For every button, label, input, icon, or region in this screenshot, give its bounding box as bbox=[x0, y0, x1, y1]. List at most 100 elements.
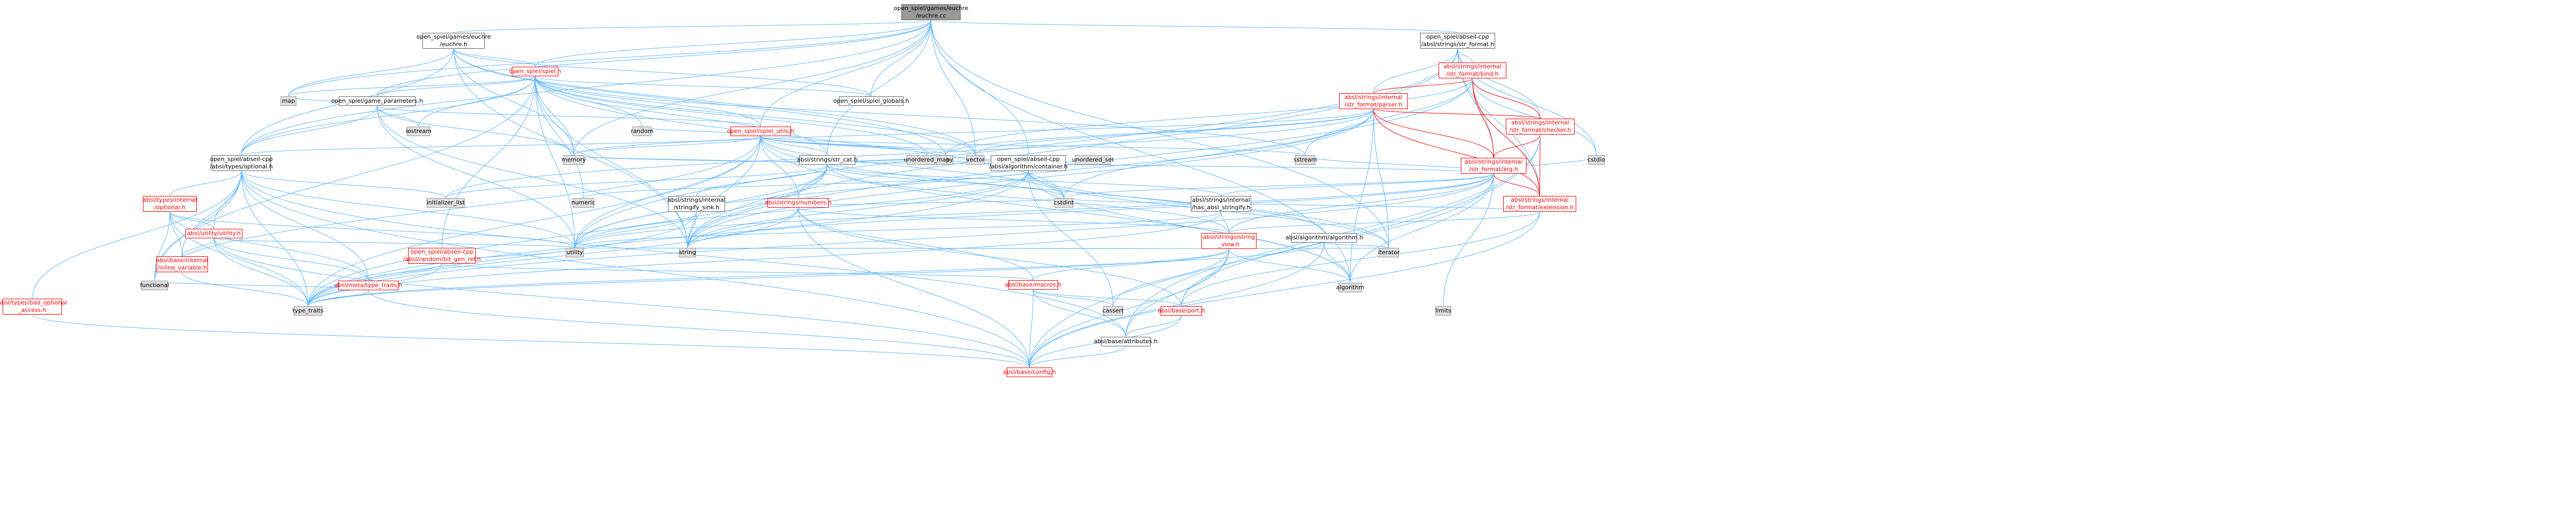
edge-str_cat_h-to-initializer_list bbox=[445, 164, 828, 199]
edge-spiel_utils_h-to-memory bbox=[573, 136, 761, 156]
edge-bad_opt_h-to-config_h bbox=[32, 314, 1030, 368]
edge-parser_h-to-memory bbox=[573, 109, 1374, 156]
node-checker-h[interactable]: absl/strings/internal /str_format/checke… bbox=[1506, 119, 1575, 135]
edge-string_view_h-to-algorithm bbox=[1228, 248, 1351, 283]
edge-bind_h-to-array bbox=[945, 78, 1473, 156]
edge-spiel_utils_h-to-utility bbox=[574, 136, 761, 248]
edge-str_format_h-to-string bbox=[687, 48, 1458, 248]
edge-optional_h-to-utility bbox=[241, 171, 575, 248]
node-euchre-h[interactable]: open_spiel/games/euchre /euchre.h bbox=[416, 33, 491, 49]
edge-arg_h-to-extension_h bbox=[1493, 173, 1540, 196]
edge-spiel_h-to-functional bbox=[154, 76, 536, 281]
edge-bind_h-to-cstdio bbox=[1472, 78, 1597, 156]
node-container-h[interactable]: open_spiel/abseil-cpp /absl/algorithm/co… bbox=[989, 155, 1068, 171]
node-port-h[interactable]: absl/base/port.h bbox=[1158, 306, 1205, 316]
node-sys-iostream[interactable]: iostream bbox=[406, 127, 431, 136]
edge-arg_h-to-algorithm bbox=[1350, 173, 1494, 283]
edge-euchre_h-to-vector bbox=[453, 48, 976, 156]
edge-str_cat_h-to-type_traits bbox=[308, 164, 828, 307]
edge-euchre_h-to-spiel_globals_h bbox=[453, 48, 872, 97]
node-bind-h[interactable]: absl/strings/internal /str_format/bind.h bbox=[1439, 62, 1506, 78]
edge-euchre_h-to-array bbox=[453, 48, 946, 156]
node-str-format-h[interactable]: open_spiel/abseil-cpp /absl/strings/str_… bbox=[1420, 33, 1495, 49]
node-meta-type-traits-h[interactable]: absl/meta/type_traits.h bbox=[335, 281, 402, 290]
edge-container_h-to-string bbox=[687, 171, 1029, 248]
node-spiel-globals-h[interactable]: open_spiel/spiel_globals.h bbox=[833, 96, 909, 106]
node-macros-h[interactable]: absl/base/macros.h bbox=[1005, 280, 1061, 290]
node-sys-unordered-map[interactable]: unordered_map bbox=[904, 155, 950, 165]
node-str-cat-h[interactable]: absl/strings/str_cat.h bbox=[797, 155, 857, 165]
edge-type_traits_h-to-type_traits bbox=[308, 290, 369, 307]
node-sys-utility[interactable]: utility bbox=[566, 248, 584, 257]
node-sys-cstdio[interactable]: cstdio bbox=[1588, 155, 1605, 165]
edge-container_h-to-numeric bbox=[583, 171, 1029, 199]
node-sys-cassert[interactable]: cassert bbox=[1102, 306, 1124, 316]
node-sys-initializer-list[interactable]: initializer_list bbox=[427, 198, 465, 208]
node-parser-h[interactable]: absl/strings/internal /str_format/parser… bbox=[1339, 93, 1408, 109]
node-sys-cstdint[interactable]: cstdint bbox=[1054, 198, 1074, 208]
node-euchre-cc[interactable]: open_spiel/games/euchre /euchre.cc bbox=[893, 4, 969, 20]
node-inline-variable-h[interactable]: absl/base/internal /inline_variable.h bbox=[156, 256, 209, 272]
node-arg-h[interactable]: absl/strings/internal /str_format/arg.h bbox=[1461, 158, 1526, 174]
node-spiel-utils-h[interactable]: open_spiel/spiel_utils.h bbox=[727, 127, 794, 136]
edge-parser_h-to-iterator bbox=[1373, 109, 1389, 248]
edge-checker_h-to-config_h bbox=[1029, 134, 1541, 368]
node-bit-gen-ref-h[interactable]: open_spiel/abseil-cpp /absl/random/bit_g… bbox=[403, 248, 481, 264]
edge-internal_optional_h-to-type_traits bbox=[169, 211, 309, 307]
node-extension-h[interactable]: absl/strings/internal /str_format/extens… bbox=[1503, 196, 1576, 212]
edge-type_traits_h-to-config_h bbox=[368, 290, 1030, 368]
edge-string_view_h-to-cassert bbox=[1113, 248, 1230, 307]
node-attributes-h[interactable]: absl/base/attributes.h bbox=[1094, 337, 1158, 346]
node-internal-optional-h[interactable]: absl/types/internal /optional.h bbox=[142, 196, 197, 212]
node-sys-map[interactable]: map bbox=[281, 96, 296, 106]
edge-root-to-game_params_h bbox=[377, 20, 932, 97]
node-sys-memory[interactable]: memory bbox=[562, 155, 586, 165]
edge-spiel_utils_h-to-numbers_h bbox=[760, 136, 799, 199]
edge-game_params_h-to-utility bbox=[377, 105, 575, 248]
edge-spiel_h-to-optional_h bbox=[241, 76, 536, 156]
node-game-parameters-h[interactable]: open_spiel/game_parameters.h bbox=[331, 96, 423, 106]
edge-euchre_h-to-string bbox=[453, 48, 688, 248]
node-config-h[interactable]: absl/base/config.h bbox=[1003, 368, 1056, 377]
edge-bind_h-to-checker_h bbox=[1472, 78, 1541, 119]
node-spiel-h[interactable]: open_spiel/spiel.h bbox=[509, 67, 561, 76]
edge-game_params_h-to-spiel_utils_h bbox=[377, 105, 761, 127]
node-sys-algorithm[interactable]: algorithm bbox=[1336, 283, 1364, 292]
node-sys-limits[interactable]: limits bbox=[1435, 306, 1451, 316]
node-sys-type-traits[interactable]: type_traits bbox=[293, 306, 323, 316]
node-sys-string[interactable]: string bbox=[679, 248, 696, 257]
edge-extension_h-to-port_h bbox=[1181, 211, 1540, 307]
node-numbers-h[interactable]: absl/strings/numbers.h bbox=[765, 198, 831, 208]
edge-spiel_h-to-vector bbox=[535, 76, 976, 156]
node-sys-sstream[interactable]: sstream bbox=[1294, 155, 1317, 165]
edge-spiel_utils_h-to-str_cat_h bbox=[760, 136, 828, 156]
edge-stringify_sink_h-to-type_traits bbox=[308, 211, 697, 307]
node-sys-random[interactable]: random bbox=[631, 127, 653, 136]
node-optional-h[interactable]: open_spiel/abseil-cpp /absl/types/option… bbox=[210, 155, 273, 171]
node-sys-unordered-set[interactable]: unordered_set bbox=[1072, 155, 1114, 165]
node-sys-numeric[interactable]: numeric bbox=[571, 198, 595, 208]
node-utility-h[interactable]: absl/utility/utility.h bbox=[185, 229, 242, 238]
edge-game_params_h-to-iostream bbox=[377, 105, 419, 127]
edge-arg_h-to-has_stringify_h bbox=[1221, 173, 1494, 196]
node-stringify-sink-h[interactable]: absl/strings/internal /stringify_sink.h bbox=[667, 196, 726, 212]
node-sys-vector[interactable]: vector bbox=[966, 155, 984, 165]
edge-str_cat_h-to-memory bbox=[573, 155, 828, 165]
edge-spiel_utils_h-to-sstream bbox=[760, 136, 1306, 156]
edge-str_format_h-to-parser_h bbox=[1373, 48, 1458, 94]
edge-utility_h-to-config_h bbox=[213, 238, 1030, 368]
edge-euchre_h-to-map bbox=[288, 48, 454, 97]
node-has-absl-stringify-h[interactable]: absl/strings/internal /has_absl_stringif… bbox=[1191, 196, 1251, 212]
node-sys-functional[interactable]: functional bbox=[140, 281, 169, 290]
edge-internal_optional_h-to-functional bbox=[154, 211, 170, 281]
node-bad-optional-access-h[interactable]: absl/types/bad_optional _access.h bbox=[0, 299, 67, 315]
edge-euchre_h-to-memory bbox=[453, 48, 574, 156]
edge-numbers_h-to-macros_h bbox=[798, 207, 1034, 281]
node-algorithm-h[interactable]: absl/algorithm/algorithm.h bbox=[1286, 233, 1363, 243]
edge-str_cat_h-to-string_view_h bbox=[827, 164, 1230, 234]
edge-root-to-iterator bbox=[930, 20, 1389, 248]
node-string-view-h[interactable]: absl/strings/string _view.h bbox=[1201, 233, 1257, 249]
edge-algorithm_h-to-iterator bbox=[1324, 242, 1389, 248]
node-sys-iterator[interactable]: iterator bbox=[1378, 248, 1399, 257]
